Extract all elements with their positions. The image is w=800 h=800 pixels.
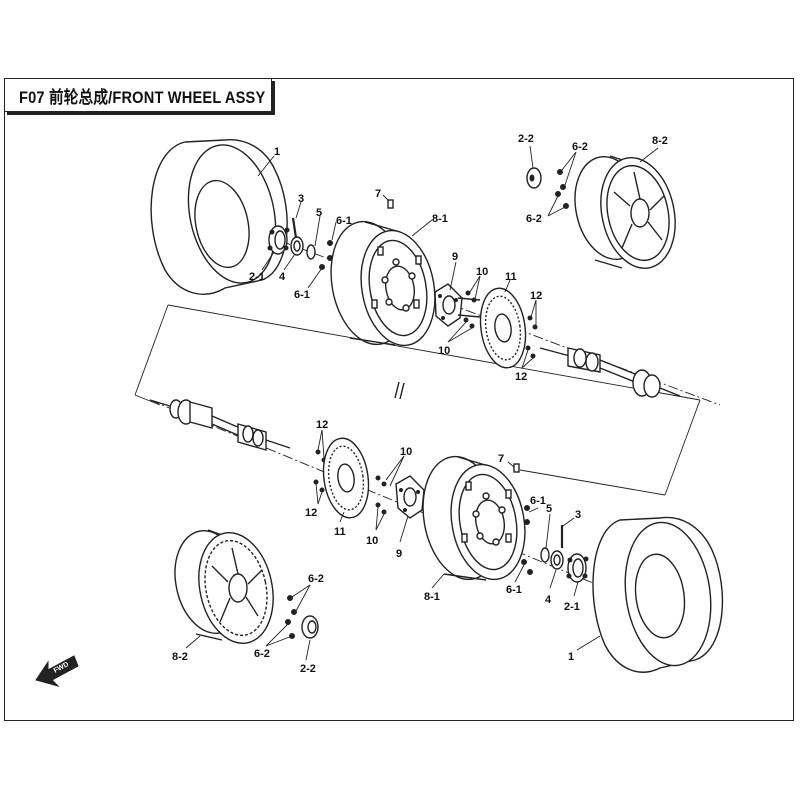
nut-bottom-inner [553,554,561,566]
callout-label-c12c: 12 [316,419,328,431]
callout-label-c10d: 10 [366,535,378,547]
washer-bottom [540,547,550,563]
valve-top [387,199,394,209]
callout-label-c3a: 3 [298,193,304,205]
callout-label-c4a: 4 [279,271,286,283]
disc-bolts-top [525,315,538,359]
callout-label-c81b: 8-1 [424,591,440,603]
callout-label-c82b: 8-2 [172,651,188,663]
callout-label-c22a: 2-2 [518,133,534,145]
hub-carrier-bottom [395,475,425,519]
callout-label-c61a: 6-1 [336,215,352,227]
callout-label-c10b: 10 [438,345,450,357]
callouts: 1 3 5 6-1 2-1 4 6-1 7 8-1 9 10 11 12 10 [172,133,668,675]
alloy-rim-top-right [574,155,676,269]
axle-connection-outline [134,304,701,496]
tire-bottom-right [592,516,724,673]
hub-cap-top-right [526,167,542,189]
callout-label-c5a: 5 [316,207,322,219]
diagram-title: F07 前轮总成/FRONT WHEEL ASSY [4,78,272,112]
callout-label-c7b: 7 [498,453,504,465]
rim-top [330,220,436,347]
callout-label-c1a: 1 [274,146,280,158]
callout-label-c61c: 6-1 [530,495,546,507]
callout-label-c9b: 9 [396,548,402,560]
hub-bottom-right [566,553,589,583]
callout-label-c7a: 7 [375,188,381,200]
lug-nuts-bottom [521,505,533,575]
tire-top-left [150,139,288,295]
rim-bottom [422,455,526,581]
callout-label-c10a: 10 [476,266,488,278]
callout-label-c11b: 11 [334,526,346,538]
callout-label-c62b: 6-2 [526,213,542,225]
forward-direction-arrow: FWD [35,655,79,687]
washer-top-left [306,244,316,260]
axis-centerline-bottom [149,399,611,591]
callout-label-c5b: 5 [546,503,552,515]
callout-label-c12b: 12 [515,371,527,383]
callout-label-c61b: 6-1 [294,289,310,301]
lug-nuts-top-left [319,240,333,270]
callout-label-c11a: 11 [505,271,517,283]
drive-shaft-bottom [149,399,291,451]
callout-label-c62c: 6-2 [308,573,324,585]
brake-disc-top [479,287,527,369]
callout-label-c62a: 6-2 [572,141,588,153]
callout-label-c3b: 3 [575,509,581,521]
nut-top-left-inner [293,240,301,252]
hub-top-left [267,225,290,255]
callout-label-c21b: 2-1 [564,601,580,613]
callout-label-c81a: 8-1 [432,213,448,225]
lug-nuts-top-right [555,169,569,209]
callout-label-c22b: 2-2 [300,663,316,675]
callout-label-c1b: 1 [568,651,574,663]
hub-cap-bottom-left [301,615,319,639]
diagram-title-text: F07 前轮总成/FRONT WHEEL ASSY [19,87,266,107]
callout-label-c10c: 10 [400,446,412,458]
callout-label-c9a: 9 [452,251,458,263]
hub-carrier-top [434,283,481,327]
callout-label-c12d: 12 [305,507,317,519]
drive-shaft-top [539,347,681,398]
cotter-pin-top-left [291,217,298,239]
callout-label-c21a: 2-1 [249,271,265,283]
callout-label-c4b: 4 [545,594,552,606]
alloy-rim-bottom-left [174,529,274,644]
callout-label-c62d: 6-2 [254,648,270,660]
callout-label-c82a: 8-2 [652,135,668,147]
callout-label-c12a: 12 [530,290,542,302]
callout-label-c61d: 6-1 [506,584,522,596]
brake-disc-bottom [322,437,370,519]
valve-bottom [513,463,520,473]
lug-nuts-bottom-left [285,595,297,639]
